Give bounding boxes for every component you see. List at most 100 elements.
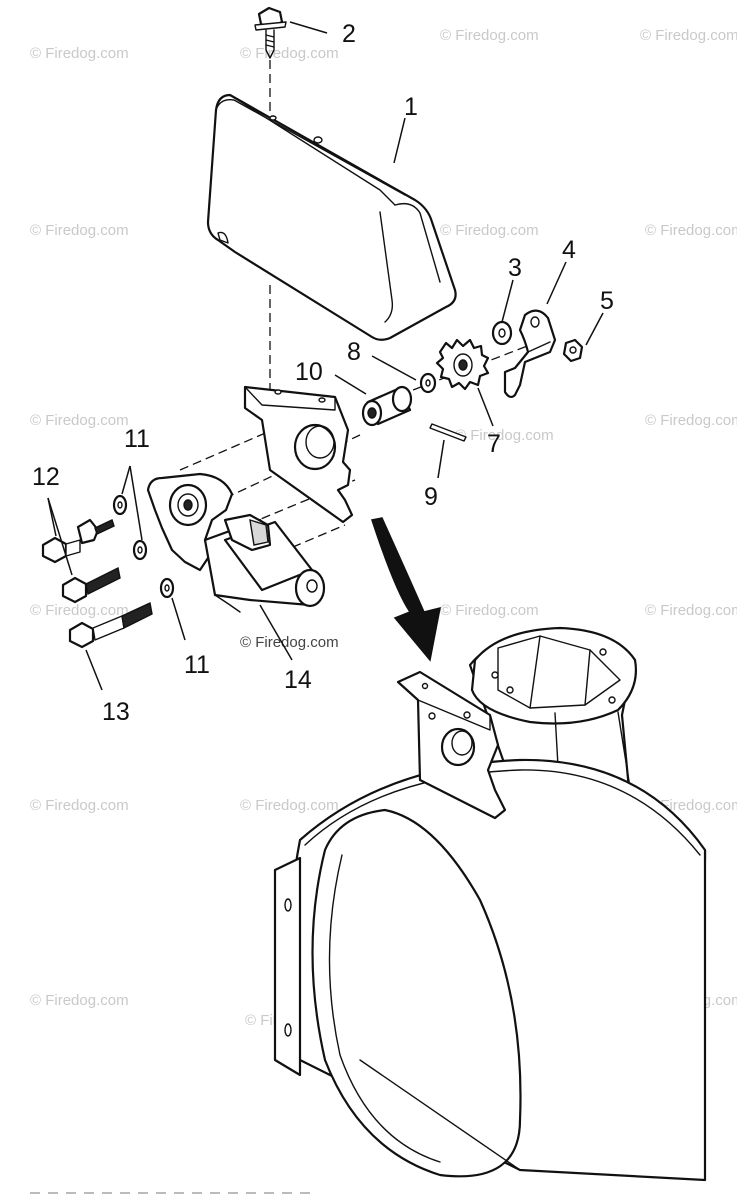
screw-thread (265, 34, 275, 48)
leader-11 (121, 465, 131, 495)
drum-end-bracket-hole (284, 898, 292, 912)
washer-hole (164, 584, 170, 592)
motor-output-shaft (183, 499, 193, 511)
plate-bolt-hole (318, 397, 326, 403)
motor-end-boss (306, 579, 318, 593)
watermark: © Firedog.com (645, 412, 737, 429)
cover-notch (217, 231, 229, 244)
leader-4 (546, 261, 567, 305)
callout-11: 11 (124, 425, 150, 453)
housing-assembly (273, 626, 707, 1182)
duct-flange (470, 626, 637, 725)
drum-end-rim (328, 854, 441, 1163)
watermark: © Firedog.com (240, 45, 339, 62)
watermark: © Firedog.com (30, 992, 129, 1009)
duct-inner-edge (529, 635, 591, 709)
cover-top-edge (215, 99, 406, 196)
watermark-layer: © Firedog.com © Firedog.com © Firedog.co… (30, 27, 737, 1029)
watermark: © Firedog.com (640, 27, 737, 44)
long-bolt-shank (92, 615, 125, 641)
plate-hole-rim (305, 425, 335, 459)
pin (429, 423, 467, 442)
plate-bolt-hole (274, 389, 282, 395)
washer-hole (498, 328, 506, 338)
screw-flange (254, 21, 287, 31)
callout-12: 12 (32, 463, 60, 491)
watermark: © Firedog.com (455, 427, 554, 444)
watermark: © Firedog.com (30, 45, 129, 62)
drum-end-bracket-hole (284, 1023, 292, 1037)
motor-connector-plug (249, 518, 269, 546)
duct-bolt-hole (608, 696, 616, 704)
drum-top-edge (304, 769, 701, 856)
motor-mount-tab (214, 594, 241, 613)
callout-9: 8 (347, 338, 361, 366)
washer-hole (117, 501, 123, 509)
callout-10: 10 (295, 358, 323, 386)
watermark: © Firedog.com (645, 222, 737, 239)
bracket-fold (527, 341, 551, 353)
callouts: 2 1 3 4 5 8 10 7 9 11 12 11 13 14 (32, 20, 614, 726)
cover-front-edge (379, 211, 394, 323)
mounting-plate (243, 385, 354, 524)
cover-hole (313, 136, 323, 144)
drum-end-bracket (273, 856, 302, 1077)
watermark: © Firedog.com (440, 222, 539, 239)
leader-11 (171, 597, 186, 641)
watermark: © Firedog.com (30, 602, 129, 619)
watermark: © Firedog.com (240, 797, 339, 814)
screw-part-2 (254, 6, 287, 59)
screw-small-thread (94, 519, 115, 535)
housing-plate-hole (440, 727, 476, 767)
washer-hole (425, 379, 431, 387)
leader-3 (501, 279, 514, 323)
housing-plate-hole-rim (451, 730, 473, 756)
leader-1 (393, 117, 406, 164)
washer-part-3 (491, 320, 513, 346)
washer-hole (137, 546, 143, 554)
screw-shank (265, 29, 275, 59)
cover-hole (269, 115, 277, 121)
callout-8: 9 (424, 483, 438, 511)
gear-bore (458, 359, 468, 371)
hex-bolt-head (61, 576, 88, 604)
leader-10 (334, 374, 367, 395)
watermark: © Firedog.com (30, 222, 129, 239)
watermark: © Firedog.com (645, 602, 737, 619)
spacer-end (391, 385, 413, 413)
watermark: © Firedog.com (440, 602, 539, 619)
callout-2: 2 (342, 20, 356, 48)
watermark: © Firedog.com (440, 27, 539, 44)
leader-13 (85, 649, 103, 691)
plate-hole (293, 423, 337, 471)
housing-plate-bolt-hole (463, 711, 471, 719)
callout-1: 1 (404, 93, 418, 121)
callout-5: 5 (600, 287, 614, 315)
plate-flange (244, 386, 336, 411)
leader-5 (585, 312, 604, 346)
housing-plate-bolt-hole (428, 712, 436, 720)
assembly-arrow (371, 517, 441, 662)
drum-end-face (311, 808, 522, 1178)
leader-12 (47, 497, 73, 576)
callout-3: 3 (508, 254, 522, 282)
leader-11 (129, 465, 143, 541)
duct-bolt-hole (599, 648, 607, 656)
callout-11: 11 (184, 651, 210, 679)
spacer-part-10 (361, 385, 413, 427)
long-bolt-head (68, 621, 95, 649)
cover-outline (206, 93, 457, 341)
bracket-part-4 (503, 309, 557, 399)
duct-bolt-hole (506, 686, 514, 694)
callout-14: 14 (284, 666, 312, 694)
guide-line (399, 344, 531, 396)
watermark: © Firedog.com (30, 797, 129, 814)
callout-7: 7 (487, 430, 501, 458)
screws-part-12 (41, 518, 121, 604)
curved-arrow (371, 517, 441, 662)
spacer-bore (367, 407, 377, 419)
watermark: © Firedog.com (30, 412, 129, 429)
bracket-body (503, 309, 557, 399)
cover-ridge (229, 94, 396, 206)
nut-part-5 (562, 338, 584, 363)
